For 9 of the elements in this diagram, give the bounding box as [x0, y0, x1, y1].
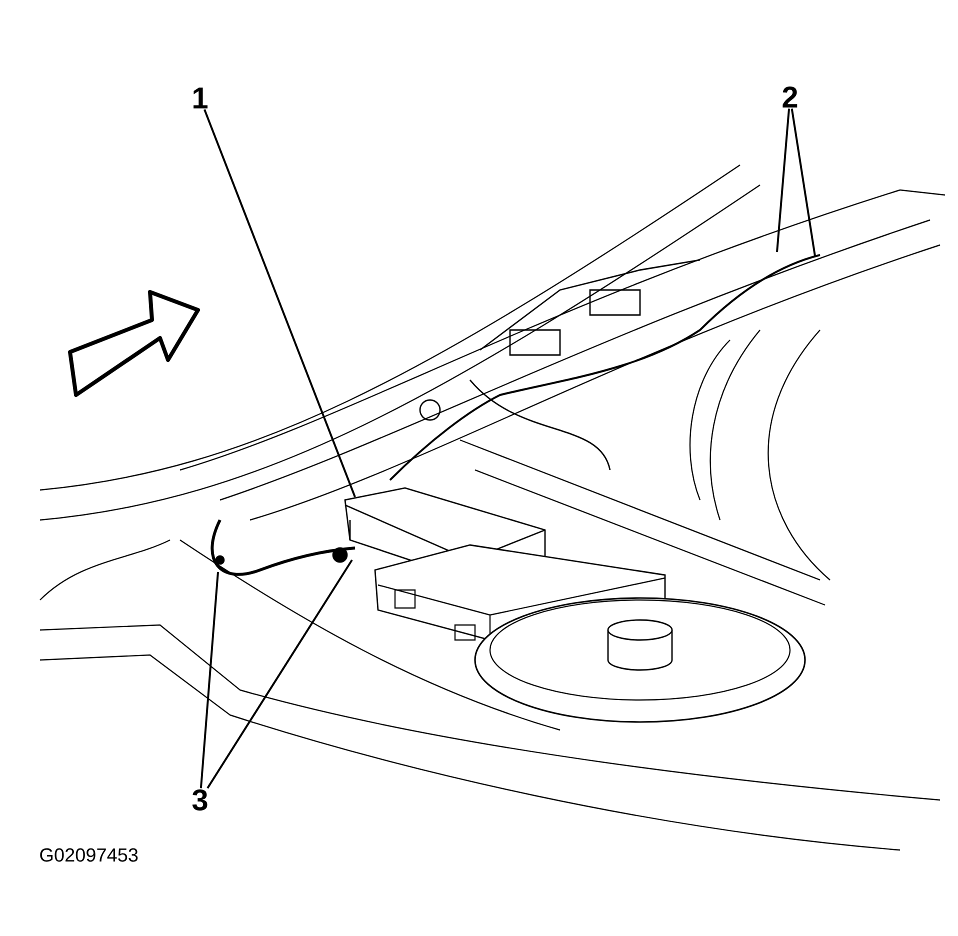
callout-number: 1 — [194, 88, 208, 108]
leader-line — [790, 108, 816, 256]
leader-line — [204, 109, 356, 498]
callout-number: 2 — [782, 86, 798, 108]
figure-code: G02097453 — [40, 848, 138, 862]
leader-line — [206, 559, 353, 789]
callout-number: 3 — [192, 789, 208, 811]
leader-line — [200, 572, 219, 788]
leader-line — [776, 108, 790, 252]
